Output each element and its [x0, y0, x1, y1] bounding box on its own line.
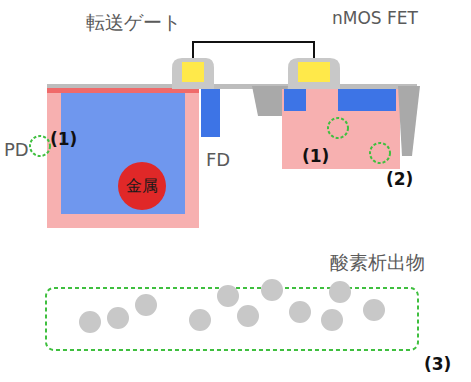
- oxygen-precipitates: [79, 279, 385, 333]
- gate-spacer: [288, 58, 340, 89]
- drain-region: [338, 89, 396, 111]
- sti: [398, 86, 420, 156]
- source-region: [284, 89, 306, 111]
- transfer-gate: [182, 62, 204, 82]
- nmos-well: [282, 89, 400, 169]
- part-label: PD: [4, 140, 29, 160]
- part-label: nMOS FET: [332, 9, 418, 28]
- gate-spacer: [172, 58, 214, 89]
- part-label: FD: [206, 150, 230, 170]
- callout-number: (1): [50, 130, 77, 149]
- callout-number: (2): [386, 170, 413, 189]
- metal-contaminant: 金属: [118, 162, 166, 210]
- nmos-gate: [298, 62, 330, 82]
- fd-region: [201, 89, 220, 137]
- defect-marker: [328, 118, 348, 138]
- pd-blue-region: [61, 92, 185, 214]
- part-label: 転送ゲート: [86, 12, 181, 33]
- node-text: 金属: [126, 176, 158, 197]
- defect-marker: [30, 136, 50, 156]
- defect-marker: [370, 143, 390, 163]
- pd-pink-region: [47, 88, 199, 228]
- callout-number: (1): [302, 147, 329, 166]
- part-label: 酸素析出物: [330, 252, 425, 273]
- wire: [193, 42, 314, 58]
- callout-number: (3): [424, 355, 451, 374]
